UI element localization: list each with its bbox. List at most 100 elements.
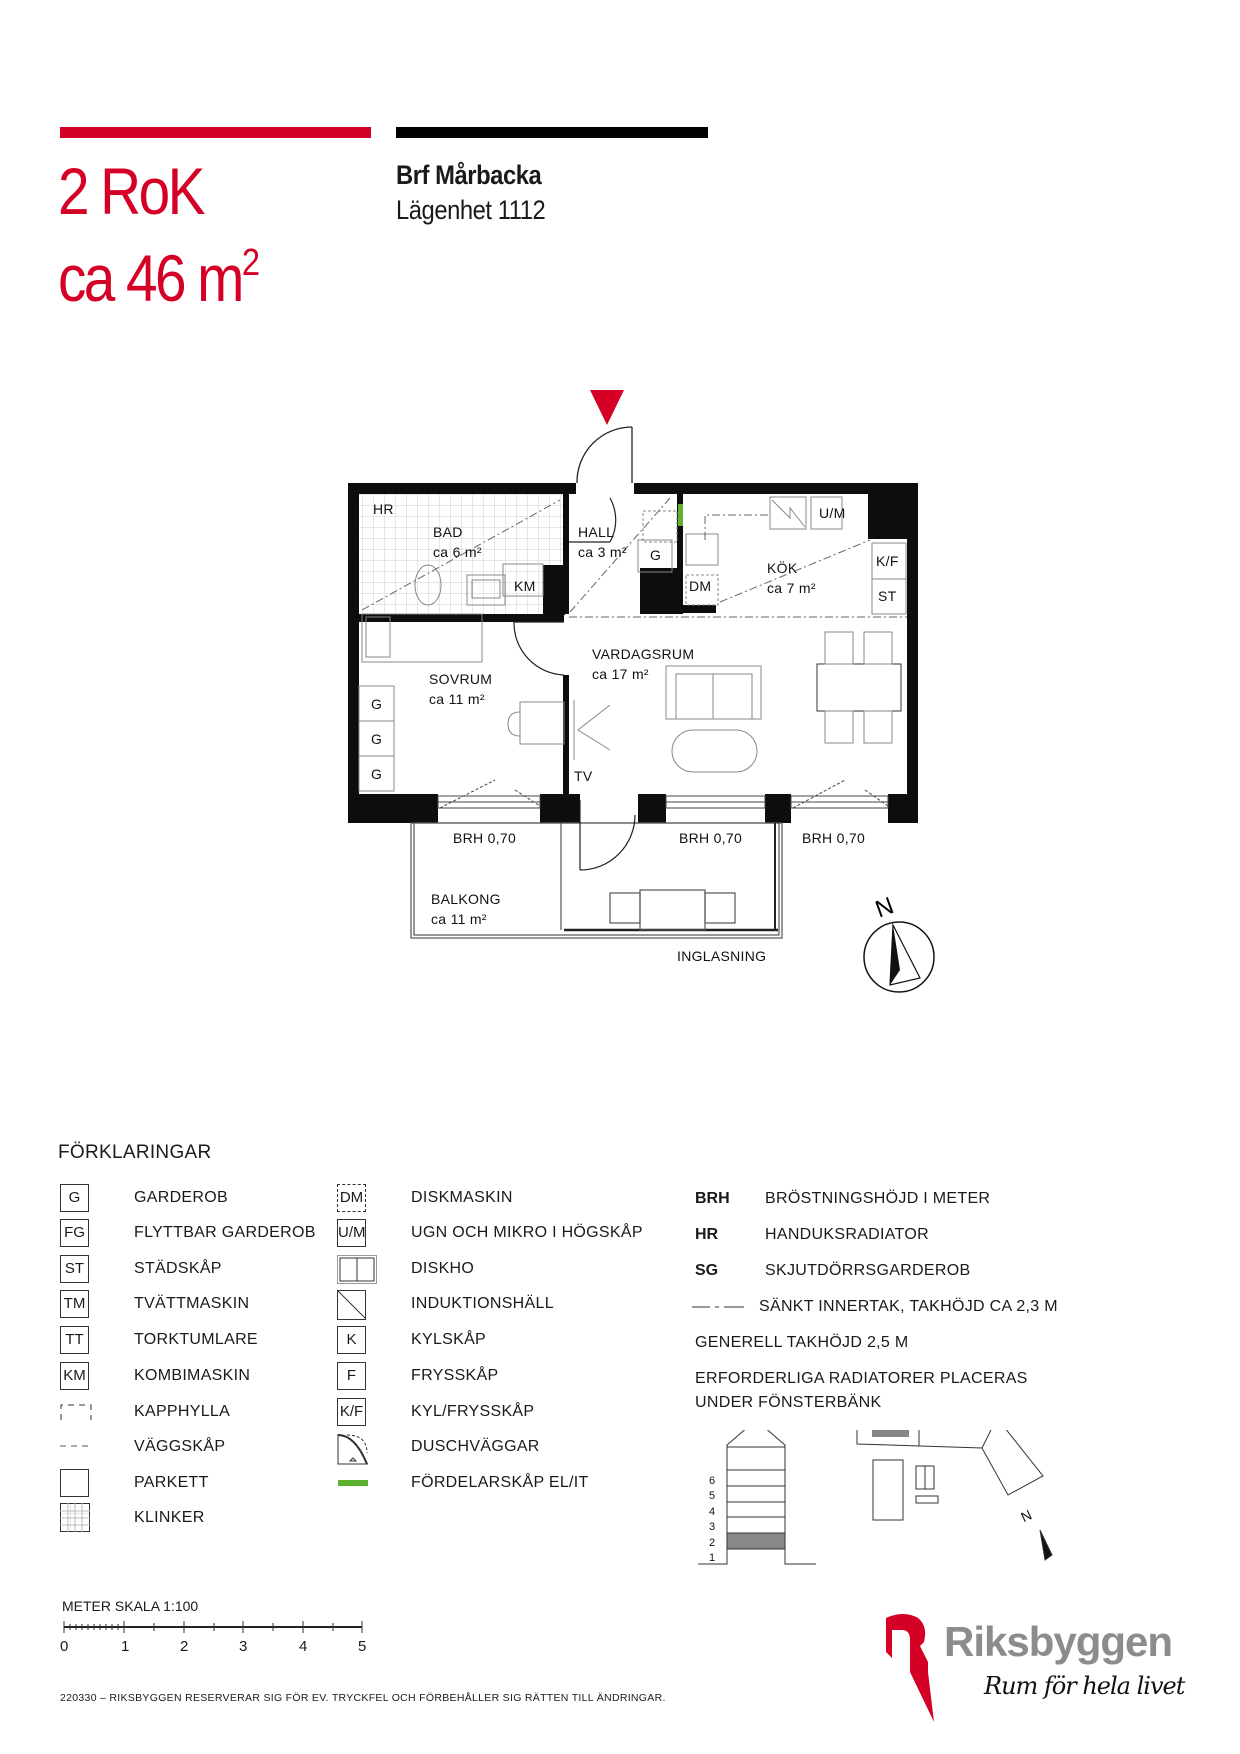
room-balkong-name: BALKONG (431, 891, 501, 907)
compass-north-label: N (872, 892, 898, 923)
room-hall-area: ca 3 m² (578, 544, 627, 560)
legend-label: STÄDSKÅP (134, 1260, 222, 1277)
legend-label: GARDEROB (134, 1189, 228, 1206)
scale-tick-label: 4 (299, 1638, 308, 1655)
label-km: KM (514, 578, 536, 594)
scale-tick-label: 5 (358, 1638, 367, 1655)
room-kok-area: ca 7 m² (767, 580, 816, 596)
legend-abbr-sg: SG (695, 1262, 719, 1279)
legend-label: HANDUKSRADIATOR (765, 1226, 929, 1243)
legend-symbol-diskmaskin: DM (337, 1184, 366, 1212)
label-g-hall: G (650, 547, 661, 563)
apartment-type: 2 RoK (58, 154, 205, 228)
exterior-walls (348, 483, 918, 823)
current-floor-highlight (726, 1532, 786, 1550)
scale-tick-label: 0 (60, 1638, 69, 1655)
scale-tick-label: 3 (239, 1638, 248, 1655)
room-kok-name: KÖK (767, 559, 798, 576)
legend-label: DUSCHVÄGGAR (411, 1438, 540, 1455)
induction-hob-symbol-icon (337, 1290, 367, 1320)
floor-label: 3 (709, 1521, 715, 1533)
label-inglasning: INGLASNING (677, 948, 766, 964)
legend-label: KOMBIMASKIN (134, 1367, 251, 1384)
legend-abbr-hr: HR (695, 1226, 719, 1243)
apartment-number: Lägenhet 1112 (396, 195, 546, 225)
tile-symbol-icon (60, 1503, 90, 1532)
legend-symbol-torktumlare: TT (60, 1326, 89, 1354)
floor-label: 6 (709, 1475, 715, 1487)
north-compass-icon: N (863, 892, 935, 993)
label-g-3: G (371, 766, 382, 782)
interior-doors (513, 497, 617, 676)
legend-title: FÖRKLARINGAR (58, 1142, 212, 1163)
wall-cabinet-symbol-icon (60, 1445, 92, 1447)
legend-radiators-line2: UNDER FÖNSTERBÄNK (695, 1394, 882, 1411)
legend-label: TORKTUMLARE (134, 1331, 258, 1348)
distribution-cabinet-symbol-icon (338, 1480, 368, 1486)
label-brh-1: BRH 0,70 (453, 830, 516, 846)
distribution-cabinet-el-it (678, 504, 683, 526)
floor-label: 4 (709, 1506, 715, 1518)
legend-label: DISKHO (411, 1260, 475, 1277)
label-tv: TV (574, 768, 593, 784)
legend-symbol-kombimaskin: KM (60, 1362, 89, 1390)
legend-label: TVÄTTMASKIN (134, 1295, 250, 1312)
legend-radiators-line1: ERFORDERLIGA RADIATORER PLACERAS (695, 1370, 1028, 1387)
sink-symbol-icon (337, 1255, 377, 1284)
room-vardagsrum-area: ca 17 m² (592, 666, 649, 682)
floor-plan: HR BAD ca 6 m² HALL ca 3 m² G U/M KÖK ca… (348, 390, 935, 993)
legend-abbr-brh: BRH (695, 1190, 730, 1207)
label-g-1: G (371, 696, 382, 712)
room-vardagsrum-name: VARDAGSRUM (592, 646, 694, 662)
furniture (358, 496, 907, 792)
floor-label: 1 (709, 1552, 715, 1564)
legend-label: VÄGGSKÅP (134, 1438, 226, 1455)
bathroom-tile-floor (359, 494, 564, 614)
project-name: Brf Mårbacka (396, 160, 542, 190)
legend-label: FRYSSKÅP (411, 1367, 499, 1384)
legend-symbol-flyttbar-garderob: FG (60, 1219, 89, 1247)
building-section: 1 2 3 4 5 6 (698, 1430, 816, 1565)
shower-wall-symbol-icon (337, 1434, 368, 1465)
building-locator: 1 2 3 4 5 6 N (698, 1430, 1053, 1565)
legend-symbol-garderob: G (60, 1184, 89, 1212)
scale-label: METER SKALA 1:100 (62, 1598, 199, 1614)
room-hall-name: HALL (578, 524, 614, 540)
legend-label: DISKMASKIN (411, 1189, 513, 1206)
black-header-bar (396, 127, 708, 138)
legend-label: SKJUTDÖRRSGARDEROB (765, 1262, 971, 1279)
logo-wordmark: Riksbyggen (944, 1618, 1173, 1665)
floor-label: 5 (709, 1490, 715, 1502)
entrance-arrow-icon (590, 390, 624, 425)
legend-symbol-tvattmaskin: TM (60, 1290, 89, 1318)
legend-symbol-kyl-frysskap: K/F (337, 1398, 366, 1426)
label-dm: DM (689, 578, 711, 594)
floor-label: 2 (709, 1537, 715, 1549)
legend-symbol-stadskap: ST (60, 1255, 89, 1283)
site-plan: N (856, 1430, 1053, 1561)
label-kf: K/F (876, 553, 899, 569)
riksbyggen-logo: Riksbyggen Rum för hela livet (884, 1612, 1194, 1722)
room-sovrum-area: ca 11 m² (429, 691, 485, 707)
legend-label: PARKETT (134, 1474, 209, 1491)
red-header-bar (60, 127, 371, 138)
legend-symbol-ugn-mikro: U/M (337, 1219, 366, 1247)
riksbyggen-logo-mark-icon (886, 1614, 934, 1722)
legend-label: BRÖSTNINGSHÖJD I METER (765, 1190, 991, 1207)
disclaimer: 220330 – RIKSBYGGEN RESERVERAR SIG FÖR E… (60, 1692, 666, 1704)
legend-label: UGN OCH MIKRO I HÖGSKÅP (411, 1224, 643, 1241)
legend-general-height: GENERELL TAKHÖJD 2,5 M (695, 1334, 909, 1351)
balcony (410, 800, 783, 939)
label-brh-2: BRH 0,70 (679, 830, 742, 846)
legend-symbol-kylskap: K (337, 1326, 366, 1354)
apartment-area: ca 46 m2 (58, 241, 260, 315)
legend-lowered-ceiling: SÄNKT INNERTAK, TAKHÖJD CA 2,3 M (759, 1298, 1058, 1315)
legend-symbol-frysskap: F (337, 1362, 366, 1390)
room-bad-name: BAD (433, 524, 463, 540)
windows (437, 779, 889, 809)
legend-label: KAPPHYLLA (134, 1403, 231, 1420)
interior-walls (359, 494, 716, 795)
legend-label: KLINKER (134, 1509, 205, 1526)
logo-tagline: Rum för hela livet (984, 1672, 1185, 1700)
